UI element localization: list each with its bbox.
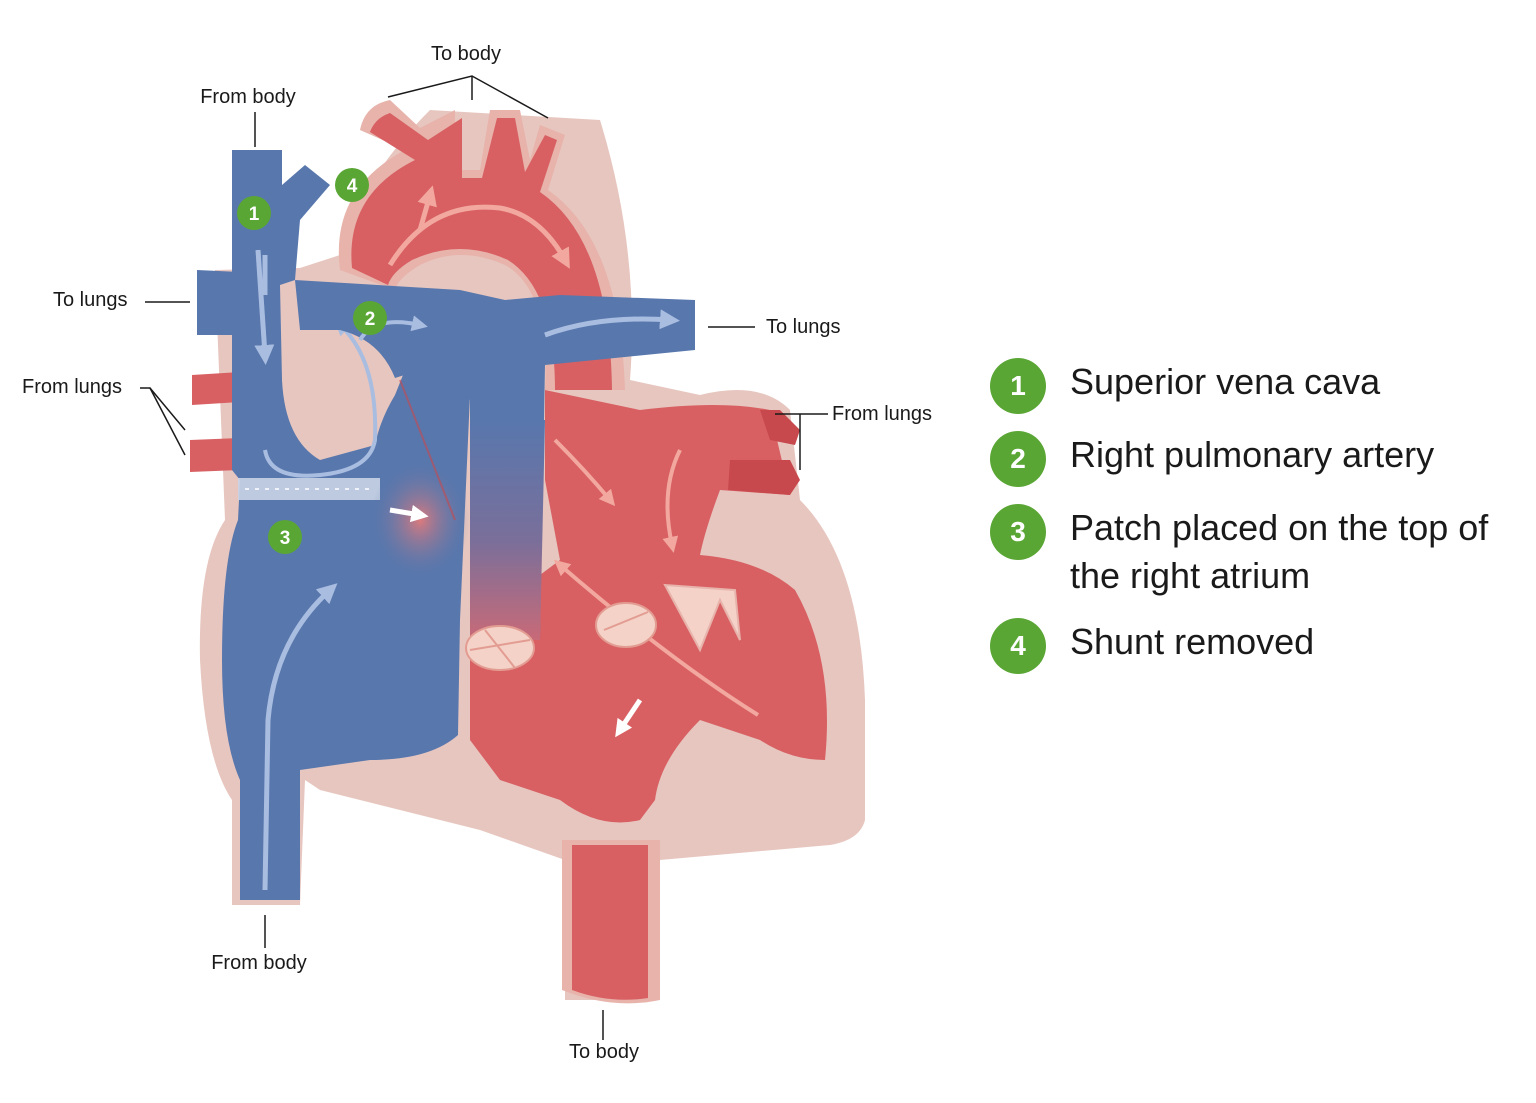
legend-text: Shunt removed <box>1070 621 1315 662</box>
legend-badge: 2 <box>990 431 1046 487</box>
right-atrium <box>222 150 470 900</box>
label-from-body-top: From body <box>200 86 296 108</box>
badge-1: 1 <box>237 196 271 230</box>
badge-4: 4 <box>335 168 369 202</box>
legend-badge: 4 <box>990 618 1046 674</box>
badge-circle <box>353 301 387 335</box>
svg-text:3: 3 <box>280 528 291 549</box>
label-to-lungs-left: To lungs <box>53 289 128 311</box>
label-from-lungs-left: From lungs <box>22 376 122 398</box>
label-from-body-bottom: From body <box>211 952 307 974</box>
legend-item-4: 4 Shunt removed <box>990 618 1500 674</box>
leader-lines <box>140 75 828 1040</box>
badge-circle <box>237 196 271 230</box>
legend-badge: 3 <box>990 504 1046 560</box>
legend-text: Patch placed on the top of the right atr… <box>1070 507 1489 596</box>
legend-item-1: 1 Superior vena cava <box>990 358 1500 414</box>
label-to-lungs-right: To lungs <box>766 316 841 338</box>
label-from-lungs-right: From lungs <box>832 403 932 425</box>
badge-circle <box>268 520 302 554</box>
arch-flow-arrow <box>387 204 570 269</box>
legend-text: Superior vena cava <box>1070 361 1381 402</box>
badge-circle <box>335 168 369 202</box>
badge-2: 2 <box>353 301 387 335</box>
descending-aorta <box>562 840 660 1004</box>
badge-3: 3 <box>268 520 302 554</box>
label-to-body-bottom: To body <box>569 1041 639 1063</box>
legend-text: Right pulmonary artery <box>1070 434 1435 475</box>
legend-item-2: 2 Right pulmonary artery <box>990 431 1500 487</box>
svg-text:4: 4 <box>347 176 358 197</box>
legend-badge: 1 <box>990 358 1046 414</box>
legend-item-3: 3 Patch placed on the top of the right a… <box>990 504 1500 600</box>
left-heart <box>470 390 827 823</box>
label-to-body-top: To body <box>431 43 501 65</box>
septum <box>399 379 456 521</box>
pulmonary-veins-left <box>190 372 240 472</box>
svg-text:2: 2 <box>365 309 376 330</box>
svg-text:1: 1 <box>249 204 260 225</box>
